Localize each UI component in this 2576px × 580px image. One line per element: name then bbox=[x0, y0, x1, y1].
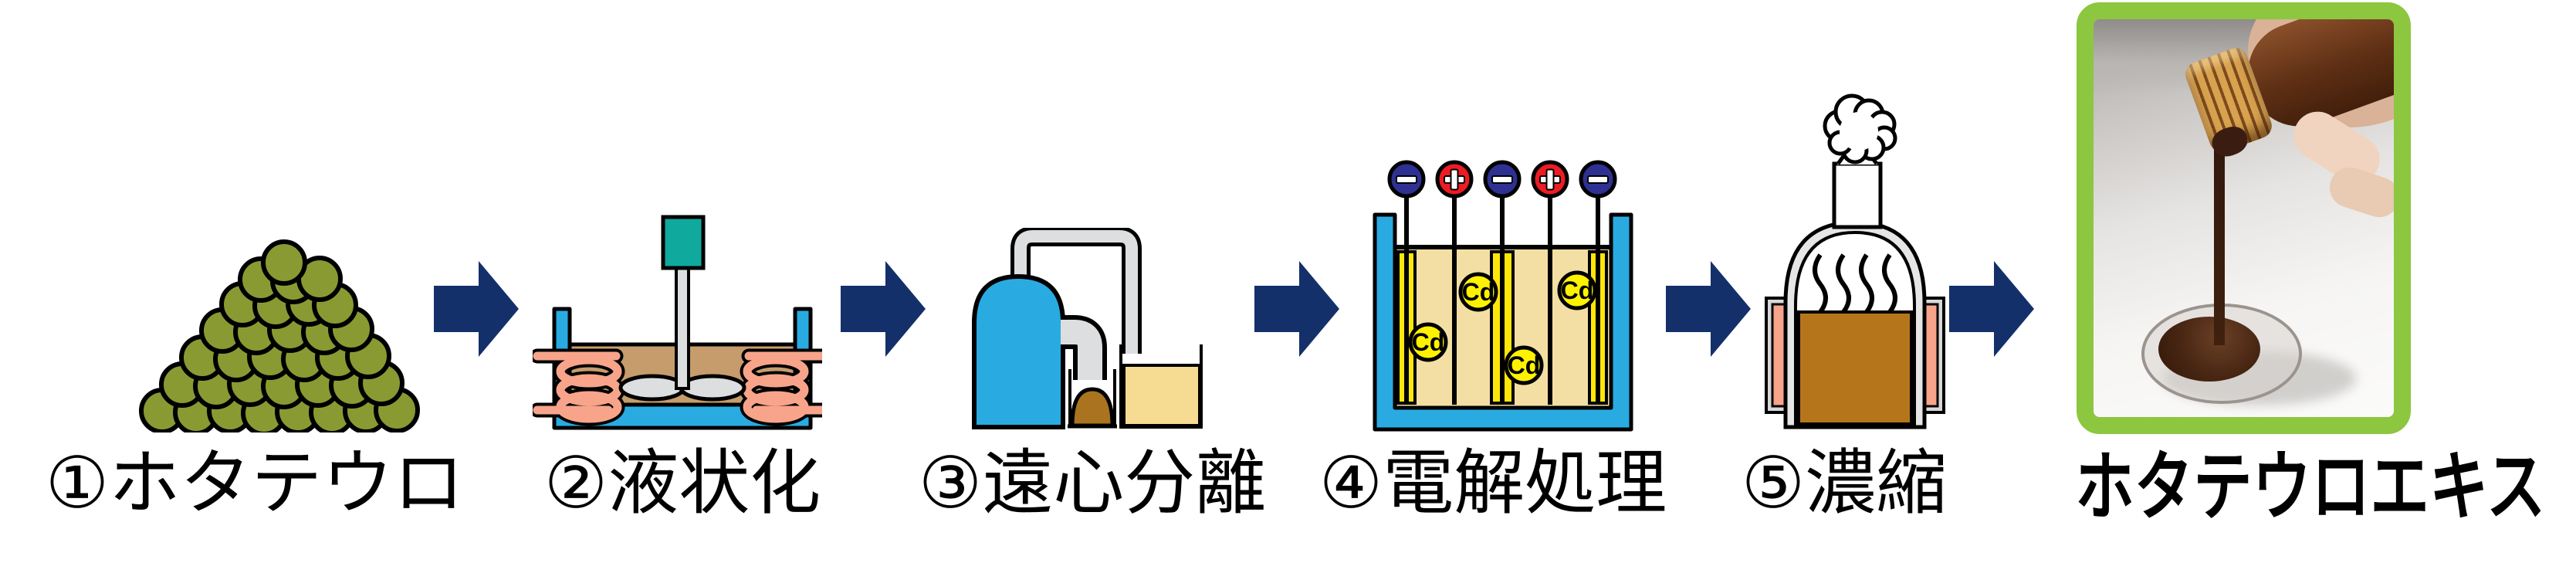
cadmium-ion-label: Cd bbox=[1561, 276, 1594, 304]
scallop-viscera-pile-icon bbox=[139, 239, 420, 432]
heated-stirring-tank-icon bbox=[533, 215, 822, 430]
right-arrow-icon bbox=[1666, 261, 1751, 357]
evaporator-icon bbox=[1765, 93, 1945, 429]
stirrer-shaft bbox=[675, 266, 690, 390]
electrolysis-bath-icon: Cd Cd Cd Cd bbox=[1373, 160, 1633, 432]
extract-puddle bbox=[2158, 317, 2260, 382]
step-2-label: ②液状化 bbox=[543, 444, 821, 523]
result-label: ホタテウロエキス bbox=[2075, 444, 2546, 529]
pour-stream bbox=[2214, 106, 2225, 345]
electrode-rods bbox=[1404, 196, 1600, 405]
drain-elbow bbox=[1061, 320, 1102, 380]
steam-cloud-icon bbox=[1823, 93, 1897, 165]
step-3-label: ③遠心分離 bbox=[918, 444, 1267, 523]
collected-liquid bbox=[1122, 364, 1201, 427]
steam-wisps bbox=[1813, 253, 1897, 314]
stirrer-blade bbox=[679, 374, 746, 402]
cadmium-ion-label: Cd bbox=[1508, 351, 1541, 379]
stirrer-motor bbox=[661, 215, 706, 270]
viscera-balls bbox=[139, 239, 420, 432]
concentrate-liquid bbox=[1797, 310, 1913, 426]
vent-neck bbox=[1832, 161, 1883, 229]
bath-walls bbox=[1373, 212, 1633, 432]
step-5-label: ⑤濃縮 bbox=[1741, 444, 1948, 523]
heating-coil bbox=[533, 351, 822, 423]
collector-walls bbox=[1119, 344, 1203, 426]
positive-electrode-icon bbox=[1435, 160, 1569, 198]
right-arrow-icon bbox=[841, 261, 926, 357]
overhead-pipe bbox=[1014, 230, 1138, 354]
right-arrow-icon bbox=[1254, 261, 1339, 357]
photo-content bbox=[2094, 19, 2394, 417]
right-arrow-icon bbox=[434, 261, 519, 357]
cadmium-ions: Cd Cd Cd Cd bbox=[1408, 270, 1597, 385]
centrifugal-separator-icon bbox=[972, 228, 1203, 429]
step-4-label: ④電解処理 bbox=[1318, 444, 1667, 523]
separator-vessel bbox=[972, 273, 1065, 429]
negative-electrode-icon bbox=[1387, 160, 1617, 198]
step-1-label: ①ホタテウロ bbox=[45, 444, 465, 523]
sludge-cup-walls bbox=[1068, 369, 1116, 426]
sludge-mound bbox=[1070, 387, 1115, 428]
cadmium-ion-label: Cd bbox=[1462, 278, 1495, 306]
cadmium-ion-label: Cd bbox=[1412, 328, 1445, 356]
extract-pouring-photo bbox=[2077, 2, 2411, 434]
stirrer-blade bbox=[618, 374, 686, 402]
right-arrow-icon bbox=[1949, 261, 2034, 357]
